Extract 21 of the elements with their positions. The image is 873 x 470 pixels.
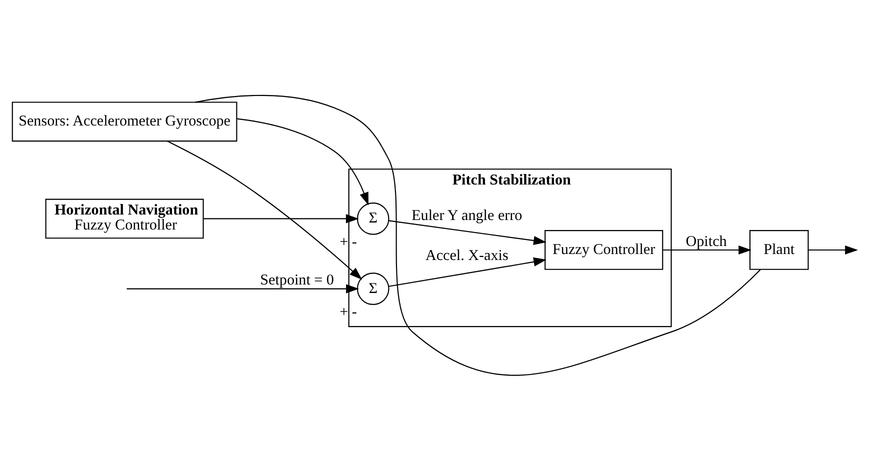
- arrow: [204, 214, 359, 223]
- arrow: [388, 256, 547, 286]
- node-box: Sensors: Accelerometer Gyroscope: [12, 101, 238, 142]
- node-box: Fuzzy Controller: [544, 230, 664, 270]
- node-circle: Σ: [356, 202, 390, 234]
- node-label: + -: [340, 234, 357, 250]
- edge-label: Accel. X-axis: [425, 247, 508, 264]
- arrow: [167, 140, 362, 280]
- node-circle: Σ: [356, 272, 390, 304]
- arrow: [663, 244, 752, 254]
- arrow: [126, 284, 360, 293]
- node-box: Horizontal Navigation Fuzzy Controller: [45, 198, 204, 238]
- edge-label: Setpoint = 0: [260, 272, 334, 288]
- edge-label: Euler Y angle erro: [412, 208, 522, 224]
- arrow: [237, 118, 368, 205]
- arrow: [808, 244, 858, 254]
- connector: [195, 94, 761, 376]
- node-box: Plant: [749, 230, 809, 270]
- edge-label: Opitch: [686, 233, 727, 250]
- arrow: [388, 220, 547, 245]
- node-label: + -: [340, 304, 357, 320]
